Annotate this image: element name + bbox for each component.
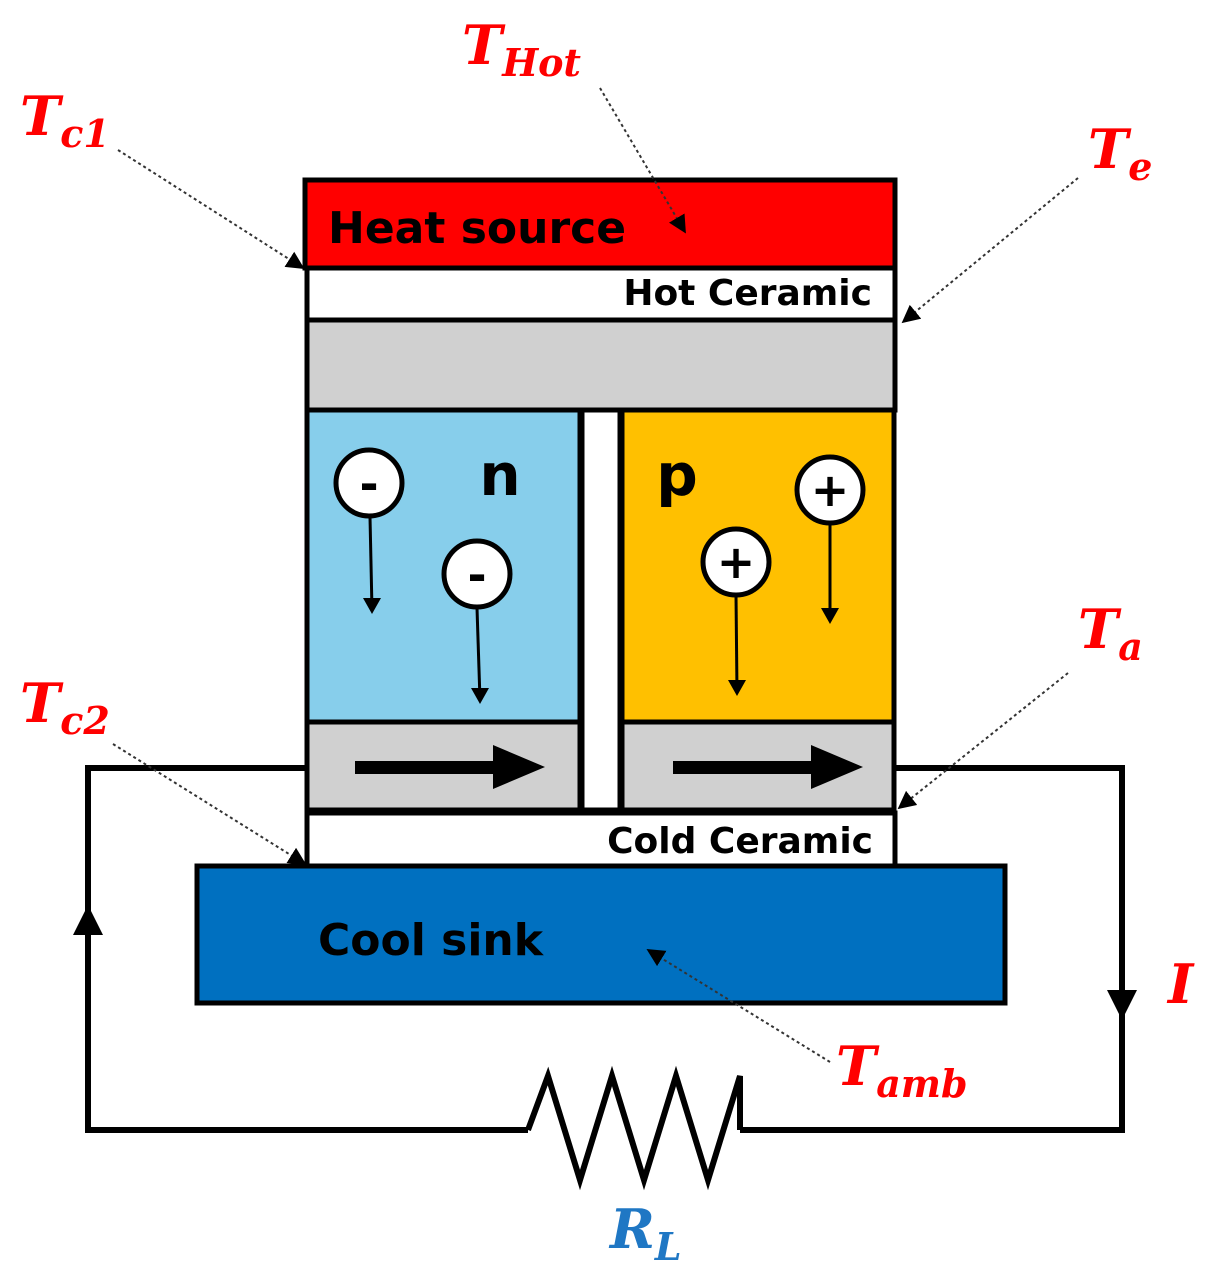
leg-separator <box>579 407 623 813</box>
t-amb-label: Tamb <box>836 1034 968 1106</box>
n-type-label: n <box>479 441 520 509</box>
t-c1-label: Tc1 <box>20 84 110 156</box>
external-circuit <box>85 765 1125 1191</box>
electron-symbol: - <box>359 457 378 511</box>
right-wire <box>740 765 1125 1133</box>
pointer-t-c2 <box>112 743 307 865</box>
left-wire <box>85 765 528 1133</box>
current-down-arrowhead <box>1107 990 1137 1020</box>
hot-ceramic <box>304 264 898 323</box>
heat-source <box>302 177 898 271</box>
load-resistor-label: RL <box>608 1197 682 1269</box>
temperature-pointers <box>112 87 1079 1063</box>
p-type-label: p <box>656 441 698 509</box>
cool-sink <box>194 863 1008 1006</box>
conductor-current-arrow-n <box>355 745 545 789</box>
pointer-t-a <box>897 672 1069 810</box>
t-e-label: Te <box>1088 117 1152 189</box>
electron-symbol: - <box>467 548 486 602</box>
hot-ceramic-label: Hot Ceramic <box>623 273 872 314</box>
top-conductor <box>304 317 898 413</box>
load-resistor <box>525 1065 743 1191</box>
current-up-arrowhead <box>73 905 103 935</box>
t-hot-label: THot <box>462 13 581 85</box>
t-c2-label: Tc2 <box>20 671 110 743</box>
electron: - <box>333 447 405 614</box>
hole-symbol: + <box>811 463 850 517</box>
cold-ceramic <box>304 810 898 869</box>
current-label: I <box>1166 952 1195 1016</box>
pointer-t-c1 <box>117 149 305 269</box>
hole: + <box>700 526 772 696</box>
heat-source-label: Heat source <box>328 203 626 254</box>
pointer-t-hot <box>599 87 686 234</box>
cold-ceramic-label: Cold Ceramic <box>607 821 873 862</box>
electron: - <box>441 538 513 704</box>
cool-sink-label: Cool sink <box>318 915 545 966</box>
conductor-current-arrow-p <box>673 745 863 789</box>
hole: + <box>794 454 866 624</box>
pointer-t-e <box>901 177 1079 324</box>
hole-symbol: + <box>717 535 756 589</box>
t-a-label: Ta <box>1078 597 1143 669</box>
